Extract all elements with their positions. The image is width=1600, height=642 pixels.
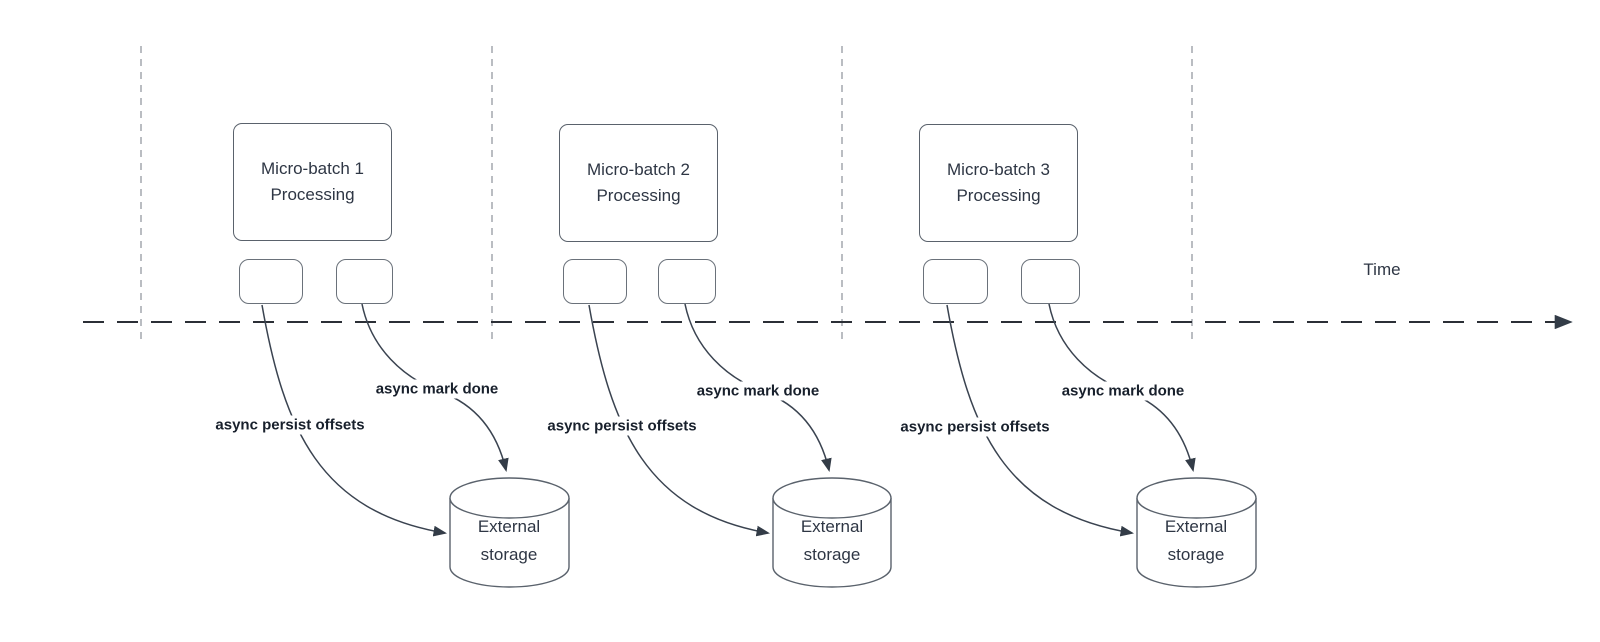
persist-offsets-label-1: async persist offsets	[212, 415, 368, 435]
persist-task-box-1	[239, 259, 303, 304]
mark-done-task-box-2	[658, 259, 716, 304]
mark-done-label-2: async mark done	[693, 381, 823, 401]
persist-offsets-arrow-2	[588, 304, 770, 537]
mark-done-label-1: async mark done	[372, 379, 502, 399]
time-axis-label: Time	[1363, 260, 1401, 279]
micro-batch-1-title: Micro-batch 1	[261, 158, 364, 178]
external-storage-label-3: External storage	[1164, 516, 1228, 564]
external-storage-cylinder-1	[449, 477, 570, 588]
mark-done-task-box-1	[336, 259, 393, 304]
mark-done-task-box-3	[1021, 259, 1080, 304]
micro-batch-2-box: Micro-batch 2 Processing	[559, 124, 718, 242]
external-storage-cylinder-3	[1136, 477, 1257, 588]
micro-batch-1-subtitle: Processing	[270, 185, 355, 204]
persist-offsets-arrow-3	[946, 304, 1134, 537]
persist-offsets-arrow-1	[261, 304, 447, 537]
mark-done-label-3: async mark done	[1058, 381, 1188, 401]
external-storage-label-1: External storage	[477, 516, 541, 564]
micro-batch-3-title: Micro-batch 3	[947, 159, 1050, 179]
micro-batch-3-box: Micro-batch 3 Processing	[919, 124, 1078, 242]
micro-batch-1-box: Micro-batch 1 Processing	[233, 123, 392, 241]
persist-task-box-3	[923, 259, 988, 304]
micro-batch-3-subtitle: Processing	[956, 186, 1041, 205]
external-storage-cylinder-2	[772, 477, 892, 588]
micro-batch-2-title: Micro-batch 2	[587, 159, 690, 179]
persist-offsets-label-2: async persist offsets	[544, 416, 700, 436]
external-storage-label-2: External storage	[800, 516, 864, 564]
persist-offsets-label-3: async persist offsets	[897, 417, 1053, 437]
micro-batch-2-subtitle: Processing	[596, 186, 681, 205]
persist-task-box-2	[563, 259, 627, 304]
